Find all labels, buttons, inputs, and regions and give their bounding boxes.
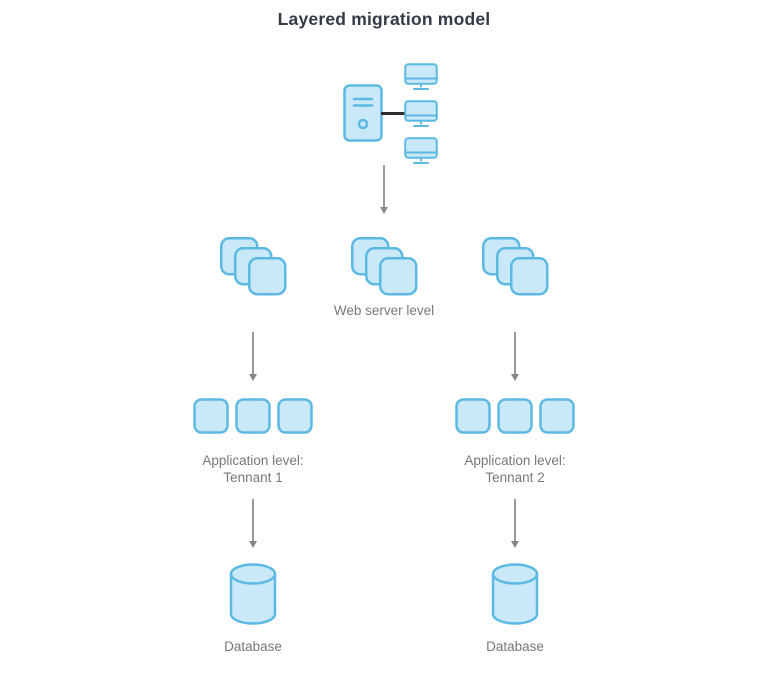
monitor-icon bbox=[404, 100, 438, 127]
application-level-2-line1: Application level: bbox=[464, 453, 566, 468]
app-squares-row bbox=[455, 398, 575, 434]
down-arrow-icon bbox=[249, 332, 257, 381]
monitor-icon bbox=[404, 63, 438, 90]
application-level-1-line1: Application level: bbox=[202, 453, 304, 468]
server-monitor-connector bbox=[381, 112, 405, 115]
diagram-title: Layered migration model bbox=[277, 9, 491, 29]
application-level-1-label: Application level: Tennant 1 bbox=[153, 452, 353, 486]
web-server-cluster-icon bbox=[351, 237, 418, 296]
application-level-1-line2: Tennant 1 bbox=[223, 470, 283, 485]
web-server-cluster-icon bbox=[482, 237, 549, 296]
down-arrow-icon bbox=[511, 332, 519, 381]
database-icon bbox=[229, 563, 277, 625]
application-level-2-line2: Tennant 2 bbox=[485, 470, 545, 485]
down-arrow-icon bbox=[380, 165, 388, 214]
monitor-icon bbox=[404, 137, 438, 164]
database-label: Database bbox=[224, 639, 282, 654]
database-label: Database bbox=[486, 639, 544, 654]
application-level-2-label: Application level: Tennant 2 bbox=[415, 452, 615, 486]
down-arrow-icon bbox=[511, 499, 519, 548]
web-server-level-label: Web server level bbox=[333, 303, 435, 318]
database-icon bbox=[491, 563, 539, 625]
down-arrow-icon bbox=[249, 499, 257, 548]
app-squares-row bbox=[193, 398, 313, 434]
server-icon bbox=[343, 84, 383, 142]
web-server-cluster-icon bbox=[220, 237, 287, 296]
